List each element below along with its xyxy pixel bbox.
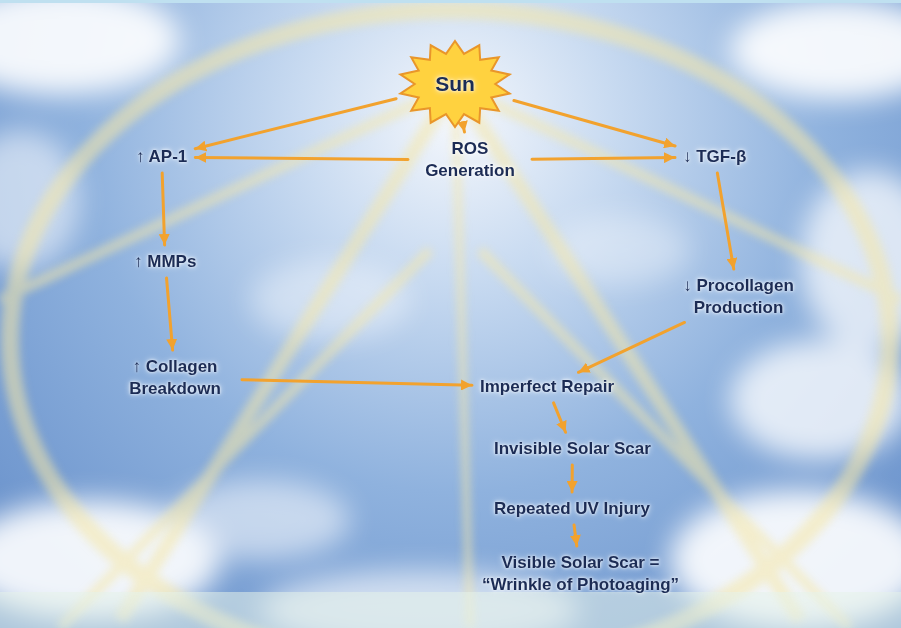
step-text: ROS Generation (415, 138, 525, 182)
top-border (0, 0, 901, 3)
step-text: Imperfect Repair (480, 376, 614, 398)
flow-arrow (554, 403, 566, 432)
sun-star: Sun (399, 41, 511, 127)
flow-arrow (514, 101, 675, 146)
process-label: ↑ MMPs (130, 249, 200, 275)
light-rays (0, 10, 901, 628)
process-label: Visible Solar Scar = “Wrinkle of Photoag… (463, 550, 698, 598)
step-text: Repeated UV Injury (494, 498, 650, 520)
step-text: ↑ Collagen Breakdown (115, 356, 235, 400)
star-outline (400, 41, 509, 127)
sun-label: Sun (435, 70, 475, 97)
process-label: ↓ Procollagen Production (666, 273, 811, 321)
step-text: ↓ Procollagen Production (670, 275, 807, 319)
process-label: ↓ TGF-β (679, 144, 750, 170)
flow-arrow (195, 157, 408, 159)
flow-arrow (242, 380, 472, 386)
step-text: Visible Solar Scar = “Wrinkle of Photoag… (467, 552, 694, 596)
bottom-band (0, 592, 901, 628)
step-text: ↑ AP-1 (136, 146, 187, 168)
process-label: Imperfect Repair (476, 374, 618, 400)
process-label: Invisible Solar Scar (490, 436, 655, 462)
process-label: ↑ AP-1 (132, 144, 191, 170)
step-text: ↓ TGF-β (683, 146, 746, 168)
flow-arrow (195, 99, 396, 149)
process-label: Repeated UV Injury (490, 496, 654, 522)
flow-arrow (717, 173, 733, 269)
flow-arrow (167, 278, 173, 350)
flow-arrow (571, 465, 574, 492)
process-label: ↑ Collagen Breakdown (111, 354, 239, 402)
flow-arrow (463, 130, 466, 132)
flow-arrow (574, 525, 577, 546)
flow-arrow (162, 173, 164, 245)
step-text: Invisible Solar Scar (494, 438, 651, 460)
process-label: ROS Generation (411, 136, 529, 184)
step-text: ↑ MMPs (134, 251, 196, 273)
flow-arrow (532, 158, 675, 160)
flow-arrow (578, 322, 684, 372)
